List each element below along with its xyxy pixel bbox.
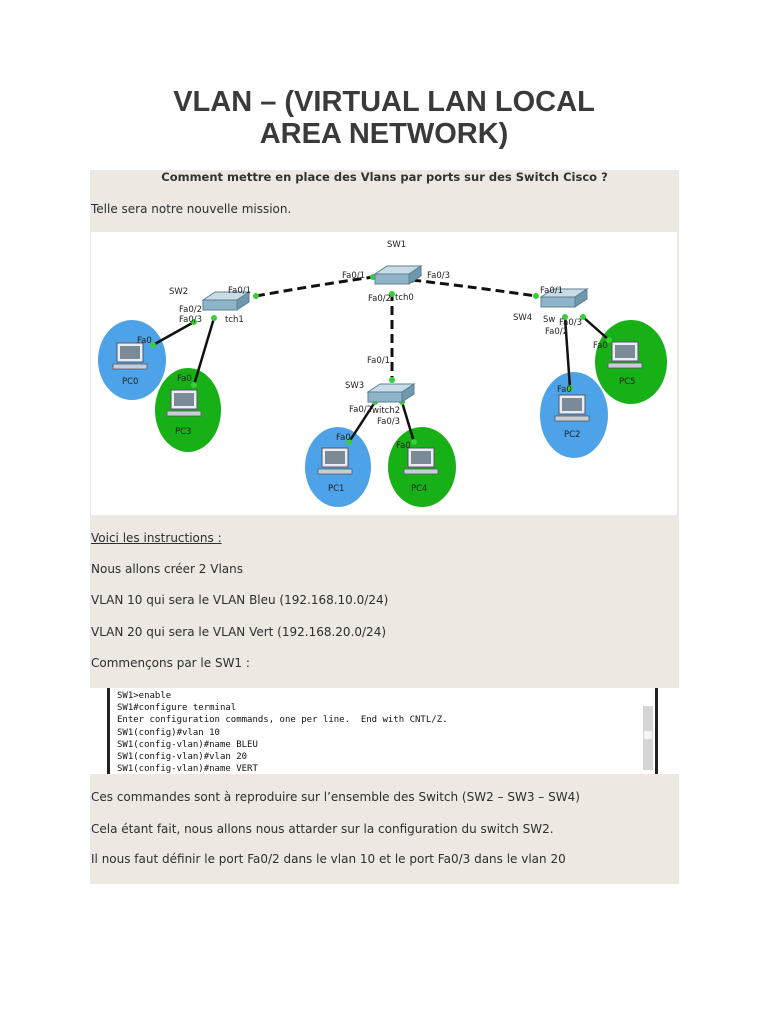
console-line: SW1(config-vlan)#name BLEU xyxy=(117,739,258,750)
console-line: SW1(config)#vlan 10 xyxy=(117,727,220,738)
port-label: Fa0 xyxy=(593,341,608,351)
port-label: Fa0/1 xyxy=(540,286,563,296)
outro-line: Cela étant fait, nous allons nous attard… xyxy=(91,822,554,836)
page-title-line-2: AREA NETWORK) xyxy=(259,118,509,150)
pc1-icon xyxy=(317,447,353,475)
console-line: SW1#configure terminal xyxy=(117,703,237,714)
port-label: Fa0 xyxy=(557,385,572,395)
network-diagram-svg: SW1 SW2 SW3 SW4 tch0 tch1 witch2 Sw Fa0/… xyxy=(98,240,667,507)
outro-line: Il nous faut définir le port Fa0/2 dans … xyxy=(91,852,566,866)
port-label: Fa0 xyxy=(396,441,411,451)
sw2-name: tch1 xyxy=(225,315,244,325)
pc3-icon xyxy=(166,389,202,417)
instruction-line: Commençons par le SW1 : xyxy=(91,656,250,670)
pc4-icon xyxy=(403,447,439,475)
instructions-heading: Voici les instructions : xyxy=(91,531,222,545)
outro-line: Ces commandes sont à reproduire sur l’en… xyxy=(91,790,580,804)
port-label: Fa0 xyxy=(336,433,351,443)
port-label: Fa0 xyxy=(137,336,152,346)
link-sw2-pc0 xyxy=(152,320,195,347)
page-title: VLAN – (VIRTUAL LAN LOCAL AREA NETWORK) xyxy=(0,86,768,150)
console-screenshot: SW1>enable SW1#configure terminal Enter … xyxy=(90,688,679,774)
pc0-icon xyxy=(112,342,148,370)
console-line: SW1(config-vlan)#name VERT xyxy=(117,764,258,775)
console-right-border xyxy=(655,688,658,774)
pc5-icon xyxy=(607,341,643,369)
switch-sw4-icon xyxy=(539,288,589,308)
link-sw3-pc1 xyxy=(347,401,377,443)
console-scrollbar xyxy=(643,706,653,770)
sw4-label: SW4 xyxy=(513,313,532,323)
pc4-label: PC4 xyxy=(411,484,427,494)
console-left-border xyxy=(107,688,110,774)
sw1-name: tch0 xyxy=(395,293,414,303)
port-label: Fa0/2 xyxy=(179,305,202,315)
network-diagram: SW1 SW2 SW3 SW4 tch0 tch1 witch2 Sw Fa0/… xyxy=(91,232,677,515)
port-label: Fa0 xyxy=(177,374,192,384)
pc2-label: PC2 xyxy=(564,430,580,440)
pc5-vlan-circle xyxy=(595,320,667,404)
switch-sw1-icon xyxy=(373,265,423,285)
pc3-vlan-circle xyxy=(155,368,221,452)
port-label: Fa0/3 xyxy=(559,318,582,328)
link-sw3-pc4 xyxy=(400,401,416,443)
console-output: SW1>enable SW1#configure terminal Enter … xyxy=(117,690,448,775)
instruction-line: VLAN 10 qui sera le VLAN Bleu (192.168.1… xyxy=(91,593,389,607)
link-sw4-pc5 xyxy=(582,316,610,341)
port-label: Fa0/2 xyxy=(349,405,372,415)
console-line: SW1>enable xyxy=(117,691,172,701)
instruction-line: VLAN 20 qui sera le VLAN Vert (192.168.2… xyxy=(91,625,387,639)
sw3-name: witch2 xyxy=(372,406,400,416)
sw4-name: Sw xyxy=(543,315,555,325)
switch-sw3-icon xyxy=(366,383,416,403)
pc2-icon xyxy=(554,394,590,422)
console-scroll-thumb xyxy=(644,731,652,739)
pc0-label: PC0 xyxy=(122,377,138,387)
page-title-line-1: VLAN – (VIRTUAL LAN LOCAL xyxy=(173,86,595,118)
sw3-label: SW3 xyxy=(345,381,364,391)
sw1-label: SW1 xyxy=(387,240,406,250)
link-sw1-sw2 xyxy=(255,275,374,298)
link-sw2-pc3 xyxy=(192,317,216,386)
port-label: Fa0/2 xyxy=(368,294,391,304)
port-label: Fa0/3 xyxy=(377,417,400,427)
pc3-label: PC3 xyxy=(175,427,191,437)
port-label: Fa0/2 xyxy=(545,327,568,337)
sw2-label: SW2 xyxy=(169,287,188,297)
pc1-label: PC1 xyxy=(328,484,344,494)
intro-text: Telle sera notre nouvelle mission. xyxy=(91,202,292,216)
content-panel: Comment mettre en place des Vlans par po… xyxy=(90,170,679,884)
link-sw4-pc2 xyxy=(563,316,572,389)
console-line: SW1(config-vlan)#vlan 20 xyxy=(117,752,248,763)
switch-sw2-icon xyxy=(201,291,251,311)
link-sw1-sw4 xyxy=(411,278,537,298)
port-label: Fa0/1 xyxy=(367,356,390,366)
port-label: Fa0/3 xyxy=(427,271,450,281)
console-line: Enter configuration commands, one per li… xyxy=(117,715,448,726)
port-label: Fa0/3 xyxy=(179,315,202,325)
pc5-label: PC5 xyxy=(619,377,635,387)
instruction-line: Nous allons créer 2 Vlans xyxy=(91,562,244,576)
port-label: Fa0/1 xyxy=(228,286,251,296)
port-label: Fa0/1 xyxy=(342,271,365,281)
pc2-vlan-circle xyxy=(540,372,608,458)
subtitle: Comment mettre en place des Vlans par po… xyxy=(161,170,608,184)
